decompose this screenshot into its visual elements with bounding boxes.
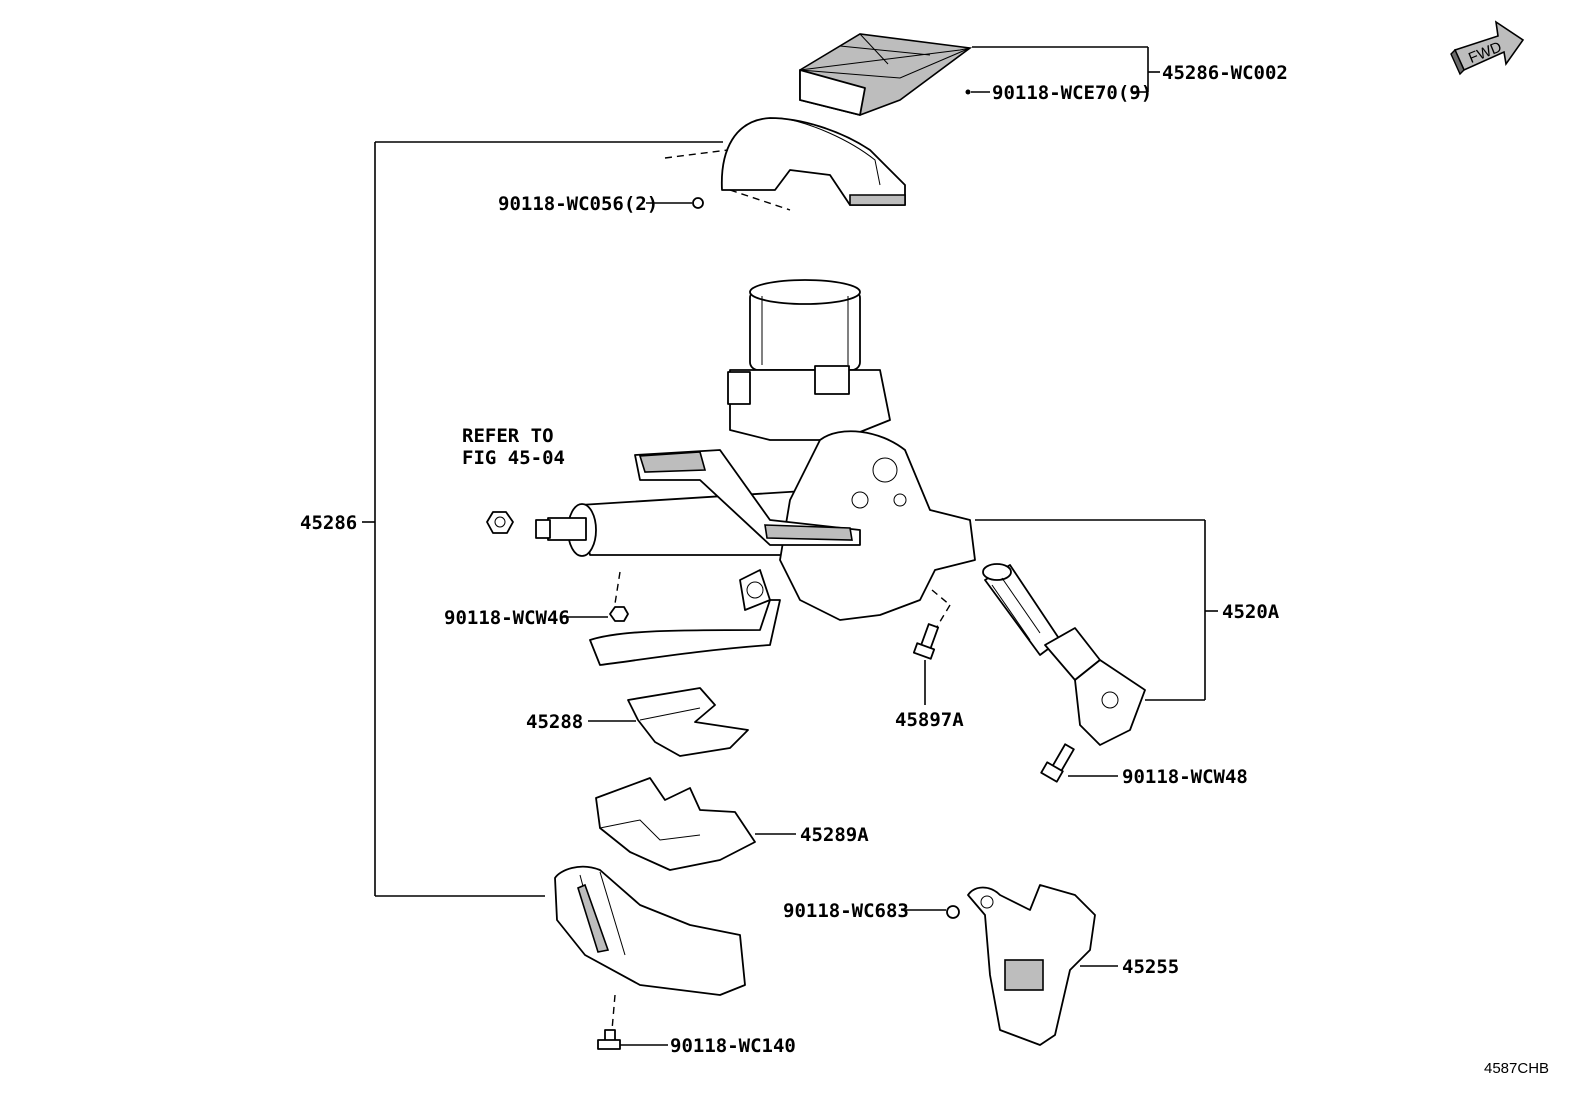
fwd-arrow: FWD bbox=[1450, 20, 1525, 76]
label-45289a: 45289A bbox=[800, 824, 869, 846]
column-cover-plate-45288 bbox=[627, 687, 749, 757]
figure-code: 4587CHB bbox=[1484, 1060, 1549, 1077]
label-45286: 45286 bbox=[300, 512, 357, 534]
fwd-label: FWD bbox=[1466, 38, 1504, 67]
clip-icon bbox=[965, 89, 971, 95]
label-4520a: 4520A bbox=[1222, 601, 1280, 623]
label-90118-wcw46: 90118-WCW46 bbox=[444, 607, 570, 629]
label-90118-wc056: 90118-WC056(2) bbox=[498, 193, 658, 215]
upper-cover-panel bbox=[799, 33, 973, 116]
refer-to-line1: REFER TO bbox=[462, 425, 554, 447]
bolt-icon bbox=[1040, 743, 1075, 783]
label-90118-wce70: 90118-WCE70(9) bbox=[992, 82, 1152, 104]
label-45286-wc002: 45286-WC002 bbox=[1162, 62, 1288, 84]
refer-to-line2: FIG 45-04 bbox=[462, 447, 565, 469]
nut-icon bbox=[609, 606, 629, 622]
label-90118-wc683: 90118-WC683 bbox=[783, 900, 909, 922]
label-45288: 45288 bbox=[526, 711, 583, 733]
label-45897a: 45897A bbox=[895, 709, 964, 731]
nut-icon bbox=[486, 511, 514, 534]
label-90118-wcw48: 90118-WCW48 bbox=[1122, 766, 1248, 788]
label-90118-wc140: 90118-WC140 bbox=[670, 1035, 796, 1057]
bolt-icon bbox=[912, 623, 940, 660]
steering-column-assembly bbox=[535, 279, 976, 666]
lower-column-cover bbox=[554, 865, 746, 996]
washer-icon bbox=[946, 905, 960, 919]
bracket-45255 bbox=[967, 884, 1096, 1046]
upper-column-cover bbox=[720, 117, 906, 206]
screw-icon bbox=[692, 197, 704, 209]
label-45255: 45255 bbox=[1122, 956, 1179, 978]
screw-icon bbox=[597, 1029, 621, 1050]
intermediate-shaft bbox=[982, 563, 1146, 746]
column-cover-45289a bbox=[595, 777, 756, 871]
